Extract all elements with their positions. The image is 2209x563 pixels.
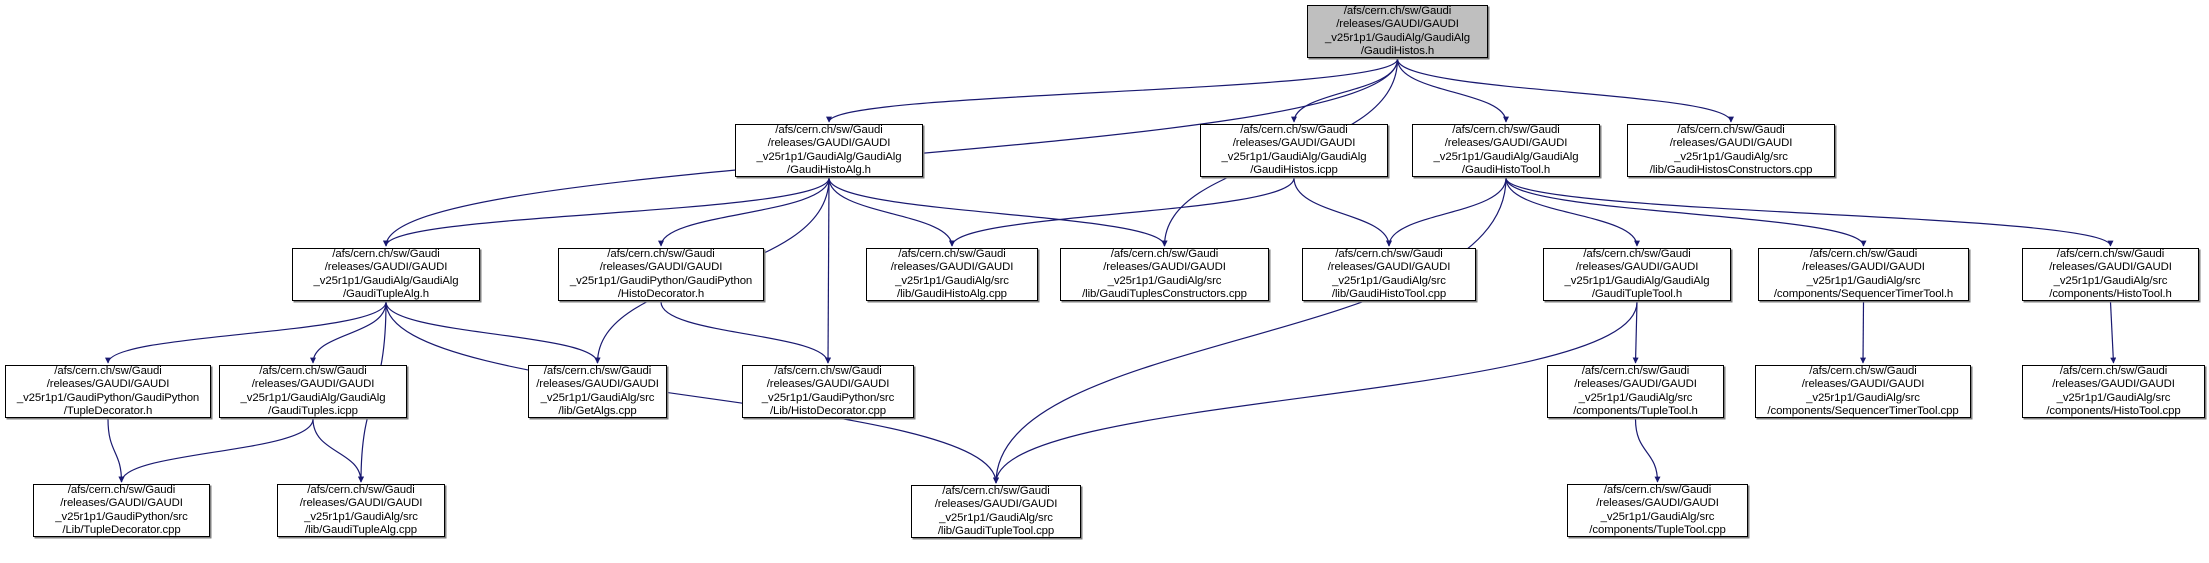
graph-node-gaudihistos_icpp[interactable]: /afs/cern.ch/sw/Gaudi /releases/GAUDI/GA… [1200, 124, 1388, 177]
graph-edge-histotool_h-to-histotool_cpp [2109, 301, 2117, 364]
graph-node-label: /afs/cern.ch/sw/Gaudi /releases/GAUDI/GA… [2046, 364, 2181, 417]
graph-node-label: /afs/cern.ch/sw/Gaudi /releases/GAUDI/GA… [1082, 247, 1247, 300]
graph-node-label: /afs/cern.ch/sw/Gaudi /releases/GAUDI/GA… [16, 364, 200, 417]
graph-node-label: /afs/cern.ch/sw/Gaudi /releases/GAUDI/GA… [1221, 123, 1367, 176]
graph-node-tupledecorator_cpp[interactable]: /afs/cern.ch/sw/Gaudi /releases/GAUDI/GA… [33, 484, 210, 537]
graph-node-histodecorator_h[interactable]: /afs/cern.ch/sw/Gaudi /releases/GAUDI/GA… [558, 248, 764, 301]
graph-edge-gaudihistos_icpp-to-gaudihistotool_cpp [1293, 177, 1392, 247]
graph-edge-gaudihistoalg_h-to-histodecorator_cpp [825, 177, 832, 364]
graph-node-label: /afs/cern.ch/sw/Gaudi /releases/GAUDI/GA… [1325, 4, 1470, 57]
graph-edge-gaudihistos_h-to-gaudihistosconstructors_cpp [1396, 58, 1734, 123]
graph-edge-gaudihistoalg_h-to-histodecorator_h [658, 177, 830, 247]
graph-node-label: /afs/cern.ch/sw/Gaudi /releases/GAUDI/GA… [1433, 123, 1579, 176]
graph-node-label: /afs/cern.ch/sw/Gaudi /releases/GAUDI/GA… [240, 364, 386, 417]
graph-edge-gauditupleal_h-to-tupledecorator_h [105, 301, 387, 364]
graph-node-label: /afs/cern.ch/sw/Gaudi /releases/GAUDI/GA… [313, 247, 459, 300]
graph-node-gaudihistos_h[interactable]: /afs/cern.ch/sw/Gaudi /releases/GAUDI/GA… [1307, 5, 1488, 58]
graph-edge-histodecorator_h-to-histodecorator_cpp [660, 301, 831, 364]
graph-edge-gauditupeles_icpp-to-tupledecorator_cpp [118, 418, 314, 483]
graph-edge-gauditupleal_h-to-getalgs_cpp [385, 301, 601, 364]
graph-node-label: /afs/cern.ch/sw/Gaudi /releases/GAUDI/GA… [890, 247, 1014, 300]
graph-node-gaudihistoalg_h[interactable]: /afs/cern.ch/sw/Gaudi /releases/GAUDI/GA… [735, 124, 923, 177]
graph-edge-gaudihistos_h-to-gaudihistos_icpp [1291, 58, 1399, 123]
graph-edge-gaudihistotool_h-to-gauditupletool_cpp [993, 177, 1507, 484]
graph-node-histodecorator_cpp[interactable]: /afs/cern.ch/sw/Gaudi /releases/GAUDI/GA… [742, 365, 914, 418]
graph-node-label: /afs/cern.ch/sw/Gaudi /releases/GAUDI/GA… [1773, 247, 1954, 300]
graph-edge-gauditupleal_h-to-gauditupeles_icpp [310, 301, 387, 364]
graph-node-gauditupleal_cpp[interactable]: /afs/cern.ch/sw/Gaudi /releases/GAUDI/GA… [277, 484, 445, 537]
graph-edge-gaudihistoalg_h-to-gauditupleal_h [383, 177, 830, 247]
graph-edge-sequencertimertool_h-to-sequencertimertool_cpp [1860, 301, 1867, 364]
graph-node-gaudihistotool_cpp[interactable]: /afs/cern.ch/sw/Gaudi /releases/GAUDI/GA… [1302, 248, 1476, 301]
graph-node-label: /afs/cern.ch/sw/Gaudi /releases/GAUDI/GA… [2049, 247, 2172, 300]
graph-edge-gaudihistoalg_h-to-gaudihistoalg_cpp [828, 177, 955, 247]
graph-node-label: /afs/cern.ch/sw/Gaudi /releases/GAUDI/GA… [934, 484, 1058, 537]
graph-edge-gaudihistoalg_h-to-gaudituplesconstructors_cpp [828, 177, 1168, 247]
graph-node-gauditupletool_cpp[interactable]: /afs/cern.ch/sw/Gaudi /releases/GAUDI/GA… [911, 485, 1081, 538]
graph-node-sequencertimertool_cpp[interactable]: /afs/cern.ch/sw/Gaudi /releases/GAUDI/GA… [1755, 365, 1971, 418]
graph-node-histotool_h[interactable]: /afs/cern.ch/sw/Gaudi /releases/GAUDI/GA… [2022, 248, 2199, 301]
graph-edge-gauditupletool_h-to-tupletool_h [1632, 301, 1639, 364]
graph-node-gauditupletool_h[interactable]: /afs/cern.ch/sw/Gaudi /releases/GAUDI/GA… [1543, 248, 1731, 301]
graph-node-label: /afs/cern.ch/sw/Gaudi /releases/GAUDI/GA… [1327, 247, 1451, 300]
graph-edge-gaudihistos_icpp-to-gaudihistoalg_cpp [949, 177, 1295, 247]
graph-node-label: /afs/cern.ch/sw/Gaudi /releases/GAUDI/GA… [761, 364, 895, 417]
graph-edge-tupletool_h-to-tupletool_cpp [1634, 418, 1661, 483]
graph-edge-gaudihistotool_h-to-histotool_h [1505, 177, 2114, 247]
graph-node-tupletool_cpp[interactable]: /afs/cern.ch/sw/Gaudi /releases/GAUDI/GA… [1567, 484, 1748, 537]
graph-edge-gaudihistotool_h-to-gaudihistotool_cpp [1386, 177, 1507, 247]
graph-edge-tupledecorator_h-to-tupledecorator_cpp [107, 418, 125, 483]
graph-node-label: /afs/cern.ch/sw/Gaudi /releases/GAUDI/GA… [1589, 483, 1726, 536]
graph-node-label: /afs/cern.ch/sw/Gaudi /releases/GAUDI/GA… [756, 123, 902, 176]
graph-node-label: /afs/cern.ch/sw/Gaudi /releases/GAUDI/GA… [536, 364, 659, 417]
graph-node-histotool_cpp[interactable]: /afs/cern.ch/sw/Gaudi /releases/GAUDI/GA… [2022, 365, 2205, 418]
graph-node-label: /afs/cern.ch/sw/Gaudi /releases/GAUDI/GA… [1564, 247, 1710, 300]
graph-node-gauditupleal_h[interactable]: /afs/cern.ch/sw/Gaudi /releases/GAUDI/GA… [292, 248, 480, 301]
graph-node-gaudihistoalg_cpp[interactable]: /afs/cern.ch/sw/Gaudi /releases/GAUDI/GA… [866, 248, 1038, 301]
graph-edge-gaudihistotool_h-to-sequencertimertool_h [1505, 177, 1867, 247]
graph-edge-gauditupletool_h-to-gauditupletool_cpp [993, 301, 1638, 484]
graph-node-gaudituplesconstructors_cpp[interactable]: /afs/cern.ch/sw/Gaudi /releases/GAUDI/GA… [1060, 248, 1269, 301]
graph-node-gauditupeles_icpp[interactable]: /afs/cern.ch/sw/Gaudi /releases/GAUDI/GA… [219, 365, 407, 418]
graph-node-gaudihistosconstructors_cpp[interactable]: /afs/cern.ch/sw/Gaudi /releases/GAUDI/GA… [1627, 124, 1835, 177]
graph-node-label: /afs/cern.ch/sw/Gaudi /releases/GAUDI/GA… [55, 483, 188, 536]
graph-node-label: /afs/cern.ch/sw/Gaudi /releases/GAUDI/GA… [1767, 364, 1959, 417]
graph-node-tupletool_h[interactable]: /afs/cern.ch/sw/Gaudi /releases/GAUDI/GA… [1547, 365, 1724, 418]
graph-edge-gauditupeles_icpp-to-gauditupleal_cpp [312, 418, 364, 483]
graph-node-label: /afs/cern.ch/sw/Gaudi /releases/GAUDI/GA… [1573, 364, 1698, 417]
graph-node-label: /afs/cern.ch/sw/Gaudi /releases/GAUDI/GA… [1649, 123, 1813, 176]
graph-node-label: /afs/cern.ch/sw/Gaudi /releases/GAUDI/GA… [569, 247, 753, 300]
graph-node-gaudihistotool_h[interactable]: /afs/cern.ch/sw/Gaudi /releases/GAUDI/GA… [1412, 124, 1600, 177]
graph-node-label: /afs/cern.ch/sw/Gaudi /releases/GAUDI/GA… [299, 483, 423, 536]
graph-edge-gaudihistos_h-to-gaudihistotool_h [1396, 58, 1509, 123]
graph-node-tupledecorator_h[interactable]: /afs/cern.ch/sw/Gaudi /releases/GAUDI/GA… [5, 365, 211, 418]
graph-node-getalgs_cpp[interactable]: /afs/cern.ch/sw/Gaudi /releases/GAUDI/GA… [528, 365, 667, 418]
graph-node-sequencertimertool_h[interactable]: /afs/cern.ch/sw/Gaudi /releases/GAUDI/GA… [1758, 248, 1969, 301]
graph-edge-gaudihistotool_h-to-gauditupletool_h [1505, 177, 1640, 247]
graph-edge-gaudihistos_h-to-gaudihistoalg_h [826, 58, 1399, 123]
